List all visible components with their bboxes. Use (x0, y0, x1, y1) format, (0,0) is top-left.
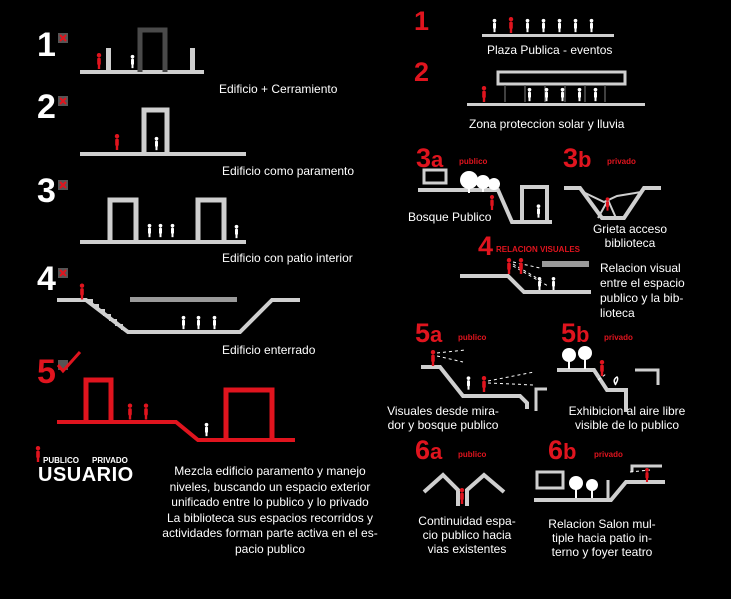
right-6b-label: 6b (548, 435, 577, 465)
right-4-drawing (460, 258, 591, 294)
left-2-caption: Edificio como paramento (222, 164, 355, 178)
right-6b-tag: privado (594, 450, 623, 459)
legend-usuario: USUARIO (38, 464, 134, 486)
right-3a-caption: Bosque Publico (408, 210, 492, 224)
right-5a-label: 5a (415, 318, 443, 348)
right-1-label: 1 (414, 6, 430, 36)
right-4-label: 4 (478, 231, 494, 261)
right-3b-drawing (564, 186, 661, 220)
right-3b-tag: privado (607, 157, 636, 166)
left-3-number: 3 (37, 172, 56, 210)
right-5a-tag: publico (458, 333, 487, 342)
right-1-caption: Plaza Publica - eventos (487, 43, 613, 57)
left-1-number: 1 (37, 26, 56, 64)
right-3a-label: 3a (416, 143, 444, 173)
scheme-description: Mezcla edificio paramento y manejo nivel… (162, 464, 378, 556)
right-1-drawing (482, 17, 614, 37)
right-5a-drawing (421, 349, 547, 411)
accepted-mark (56, 350, 82, 374)
right-2-caption: Zona proteccion solar y lluvia (469, 117, 625, 131)
right-5a-caption: Visuales desde mira-dor y bosque publico (387, 404, 499, 432)
left-4-number: 4 (37, 260, 56, 298)
right-3b-label: 3b (563, 143, 592, 173)
right-6b-caption: Relacion Salon mul-tiple hacia patio in-… (548, 517, 656, 559)
rejected-marks (58, 33, 68, 278)
legend-privado: PRIVADO (92, 456, 128, 465)
left-4-drawing (57, 283, 300, 334)
right-6a-label: 6a (415, 435, 443, 465)
left-4-caption: Edificio enterrado (222, 343, 316, 357)
left-3-caption: Edificio con patio interior (222, 251, 353, 265)
right-2-drawing (467, 70, 645, 106)
right-3a-drawing (418, 168, 552, 224)
right-4-tag: RELACION VISUALES (496, 245, 581, 254)
right-2-label: 2 (414, 57, 430, 87)
left-3-drawing (80, 197, 246, 244)
right-3a-tag: publico (459, 157, 488, 166)
right-6a-drawing (422, 472, 506, 506)
left-1-caption: Edificio + Cerramiento (219, 82, 338, 96)
left-2-drawing (80, 107, 246, 156)
left-1-drawing (80, 27, 204, 74)
right-6a-tag: publico (458, 450, 487, 459)
right-5b-drawing (557, 346, 660, 412)
left-5-drawing (57, 377, 295, 442)
right-5b-label: 5b (561, 318, 590, 348)
legend-person-icon (35, 446, 41, 462)
left-2-number: 2 (37, 88, 56, 126)
right-5b-tag: privado (604, 333, 633, 342)
right-6b-drawing (534, 464, 665, 502)
left-5-number: 5 (37, 353, 56, 391)
legend-publico: PUBLICO (43, 456, 79, 465)
